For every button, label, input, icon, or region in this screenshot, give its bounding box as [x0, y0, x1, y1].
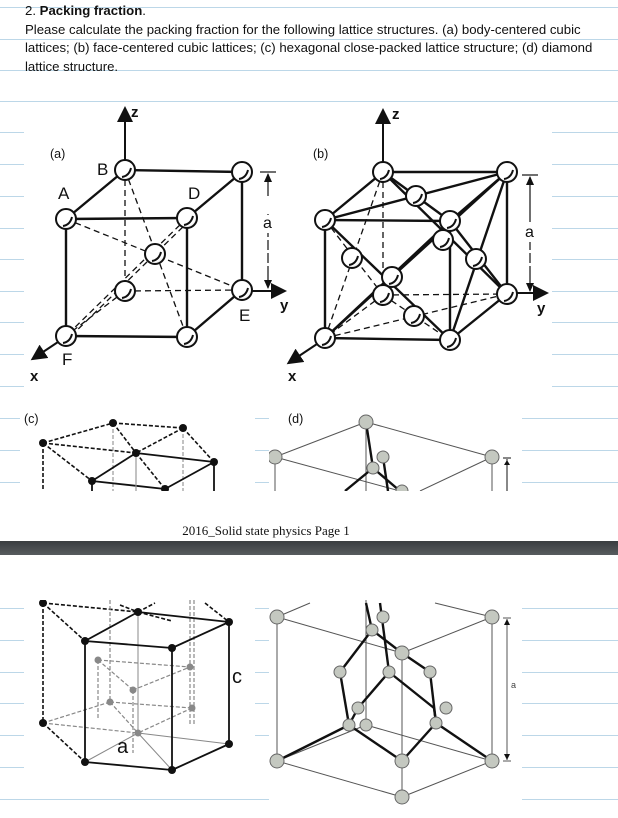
hcp-diagram-bottom [39, 599, 233, 774]
axis-y-label-a: y [280, 297, 289, 314]
page-break-bar [0, 541, 618, 555]
hcp-diagram-top [39, 419, 218, 493]
page-footer-label: 2016_Solid state physics Page 1 [182, 523, 350, 538]
question-title: Packing fraction [39, 3, 143, 18]
hcp-dimension-a-label: a [117, 736, 129, 758]
fcc-diagram [286, 108, 549, 365]
bcc-fcc-diagram [30, 106, 549, 365]
point-label-f: F [62, 350, 73, 369]
bcc-diagram [30, 106, 287, 361]
page-footer: 2016_Solid state physics Page 1 [0, 523, 618, 539]
question-number: 2. [25, 3, 36, 18]
diamond-diagram-top [267, 414, 511, 498]
axis-x-label-a: x [30, 368, 39, 385]
point-label-d: D [188, 184, 201, 203]
question-heading: 2. Packing fraction. [25, 3, 146, 18]
point-label-e: E [239, 306, 251, 325]
question-block: 2. Packing fraction. Please calculate th… [25, 2, 615, 76]
point-label-a: A [58, 184, 70, 203]
figure-c-label: (c) [24, 412, 39, 426]
axis-z-label-a: z [131, 104, 139, 121]
figure-diamond-bottom: a [269, 596, 522, 813]
axis-x-label-b: x [288, 368, 297, 385]
figure-hcp-top: (c) [20, 408, 255, 493]
diamond-dimension-a-label: a [511, 680, 517, 690]
dimension-a-label-fcc: a [525, 224, 534, 242]
diamond-diagram-bottom [269, 600, 511, 805]
figure-a-label: (a) [50, 147, 66, 161]
figure-b-label: (b) [313, 147, 329, 161]
figure-d-label: (d) [288, 412, 304, 426]
axis-z-label-b: z [392, 106, 400, 123]
question-prompt: Please calculate the packing fraction fo… [25, 21, 593, 74]
figure-bcc-fcc: (a) (b) z y x B A D E F a z y x a [24, 102, 552, 388]
figure-hcp-bottom: c a [24, 599, 255, 790]
figure-diamond-top: (d) [267, 408, 522, 498]
hcp-dimension-c-label: c [232, 666, 242, 688]
axis-y-label-b: y [537, 300, 546, 317]
dimension-a-label-bcc: a [263, 215, 272, 233]
point-label-b: B [97, 160, 109, 179]
